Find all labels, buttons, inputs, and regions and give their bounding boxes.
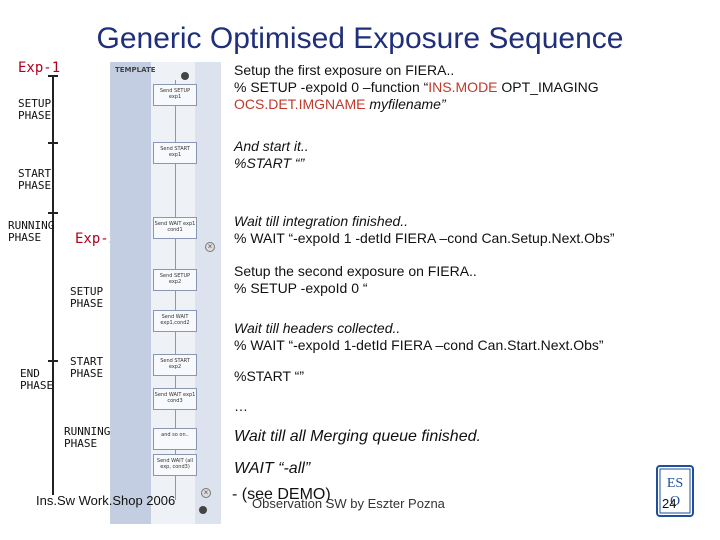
step-3-line2: % WAIT “-expoId 1 -detId FIERA –cond Can… xyxy=(234,230,615,246)
footer-demo: - (see DEMO) xyxy=(232,486,331,503)
step-3: Wait till integration finished.. % WAIT … xyxy=(234,213,615,247)
step-5-line2: % WAIT “-expoId 1-detId FIERA –cond Can.… xyxy=(234,337,604,353)
node-send-setup-exp2: Send SETUP exp2 xyxy=(153,269,197,291)
start-dot xyxy=(181,72,189,80)
step-8: Wait till all Merging queue finished. xyxy=(234,428,481,445)
timeline-tick xyxy=(48,212,58,214)
step-1-line3-b: myfilename” xyxy=(365,96,446,112)
step-1-line3: OCS.DET.IMGNAME myfilename” xyxy=(234,96,599,113)
timeline-tick xyxy=(48,142,58,144)
step-2: And start it.. %START “” xyxy=(234,138,309,172)
template-label: TEMPLATE xyxy=(115,66,156,74)
step-1-line2-highlight: INS.MODE xyxy=(428,79,498,95)
timeline-tick xyxy=(48,75,58,77)
exp1-label: Exp-1 xyxy=(18,60,61,76)
step-4: Setup the second exposure on FIERA.. % S… xyxy=(234,263,477,297)
eso-logo-icon: ES O xyxy=(656,465,694,517)
step-1-line3-highlight: OCS.DET.IMGNAME xyxy=(234,96,366,112)
cancel-icon: × xyxy=(201,488,211,498)
end-phase-label: END PHASE xyxy=(20,367,54,392)
svg-text:O: O xyxy=(670,494,680,509)
step-6: %START “” xyxy=(234,368,305,384)
cancel-icon: × xyxy=(205,242,215,252)
left-timeline xyxy=(52,75,54,495)
step-1-line1: Setup the first exposure on FIERA.. xyxy=(234,62,455,78)
running-phase-label: RUNNING PHASE xyxy=(8,219,55,244)
step-9: WAIT “-all” xyxy=(234,460,311,477)
step-4-line1: Setup the second exposure on FIERA.. xyxy=(234,263,477,279)
start-phase-label: START PHASE xyxy=(18,167,52,192)
exp2-label: Exp-2 xyxy=(75,231,118,247)
setup-phase-label: SETUP PHASE xyxy=(18,97,52,122)
node-send-wait-all: Send WAIT (all exp, cond3) xyxy=(153,454,197,476)
diagram-lane xyxy=(111,62,151,524)
timeline-tick xyxy=(48,360,58,362)
node-send-start-exp2: Send START exp2 xyxy=(153,354,197,376)
step-1-line2-c: OPT_IMAGING xyxy=(497,79,599,95)
step-5: Wait till headers collected.. % WAIT “-e… xyxy=(234,320,604,354)
step-2-line1: And start it.. xyxy=(234,138,309,154)
page-title: Generic Optimised Exposure Sequence xyxy=(96,22,624,55)
node-send-start-exp1: Send START exp1 xyxy=(153,142,197,164)
node-send-setup-exp1: Send SETUP exp1 xyxy=(153,84,197,106)
diagram-lane-right xyxy=(195,62,221,524)
exp2-running-phase-label: RUNNING PHASE xyxy=(64,425,111,450)
node-send-wait-exp1-cond1: Send WAIT exp1 cond1 xyxy=(153,217,197,239)
exp2-start-phase-label: START PHASE xyxy=(70,355,104,380)
step-2-line2: %START “” xyxy=(234,155,305,171)
exp2-setup-phase-label: SETUP PHASE xyxy=(70,285,104,310)
step-1-line2-a: % SETUP -expoId 0 –function “ xyxy=(234,79,429,95)
workflow-diagram: TEMPLATE Send SETUP exp1 Send START exp1… xyxy=(110,62,221,524)
svg-text:ES: ES xyxy=(667,476,683,491)
node-and-so-on: and so on.. xyxy=(153,428,197,450)
step-5-line1: Wait till headers collected.. xyxy=(234,320,401,336)
node-send-wait-exp1-cond3: Send WAIT exp1 cond3 xyxy=(153,388,197,410)
step-1: Setup the first exposure on FIERA.. % SE… xyxy=(234,62,599,113)
step-1-line2: % SETUP -expoId 0 –function “INS.MODE OP… xyxy=(234,79,599,96)
footer-workshop: Ins.Sw Work.Shop 2006 xyxy=(36,493,176,508)
end-dot xyxy=(199,506,207,514)
step-3-line1: Wait till integration finished.. xyxy=(234,213,409,229)
node-send-wait-exp1-cond2: Send WAIT exp1,cond2 xyxy=(153,310,197,332)
step-7: … xyxy=(234,398,248,414)
step-4-line2: % SETUP -expoId 0 “ xyxy=(234,280,368,296)
page-number: 24 xyxy=(662,496,677,511)
footer-author: Observation SW by Eszter Pozna xyxy=(252,496,445,511)
